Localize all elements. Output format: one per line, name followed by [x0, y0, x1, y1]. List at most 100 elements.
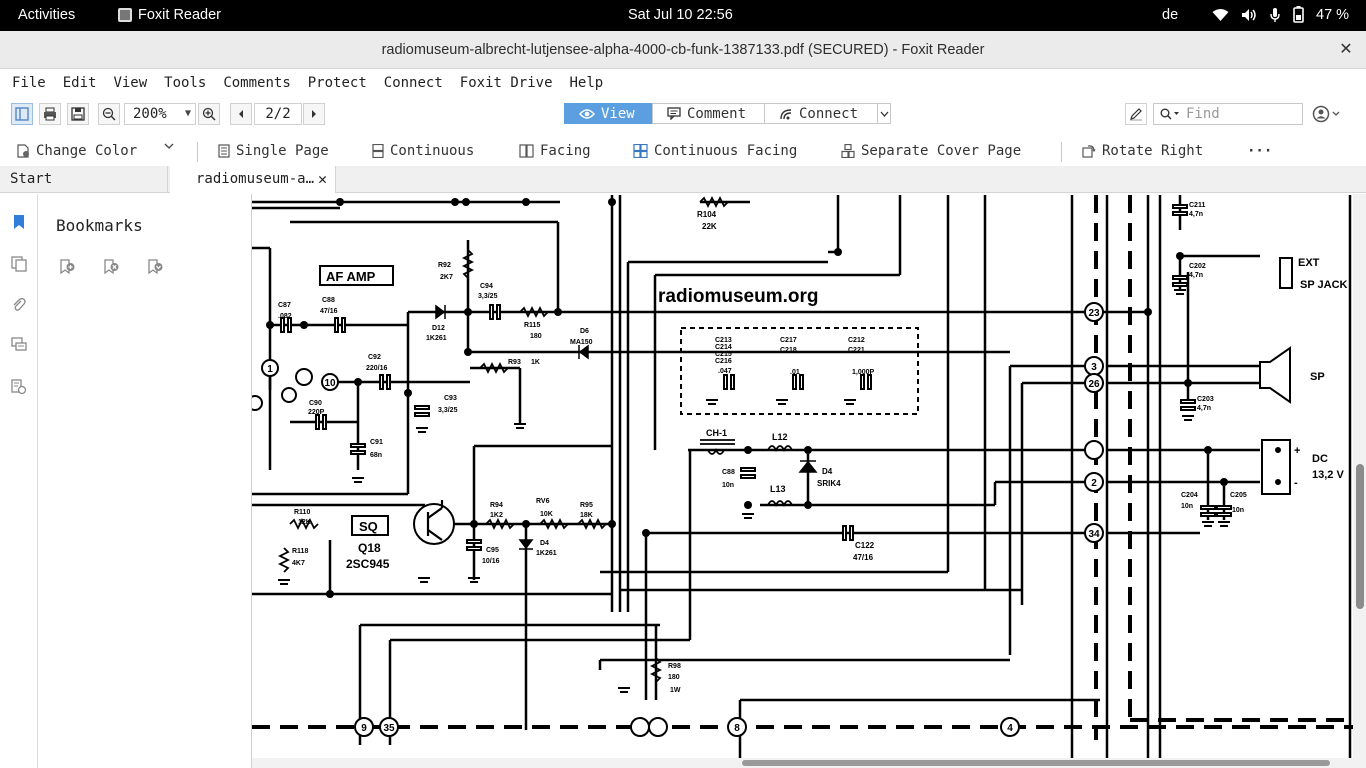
svg-text:SP JACK: SP JACK	[1300, 279, 1348, 291]
toggle-sidebar-button[interactable]	[11, 103, 33, 125]
document-tabs: Start radiomuseum-a… ✕	[0, 166, 1366, 193]
menu-comments[interactable]: Comments	[223, 74, 291, 91]
system-top-bar: Activities Foxit Reader Sat Jul 10 22:56…	[0, 0, 1366, 31]
comment-mode-button[interactable]: Comment	[652, 103, 765, 124]
svg-text:3,3/25: 3,3/25	[478, 293, 498, 300]
more-options-button[interactable]: ···	[1247, 143, 1273, 159]
delete-bookmark-icon[interactable]	[102, 258, 120, 276]
single-page-icon	[218, 144, 230, 158]
bookmark-icon[interactable]	[11, 214, 27, 230]
continuous-button[interactable]: Continuous	[372, 143, 474, 159]
svg-text:C221: C221	[848, 347, 865, 354]
page-number-field[interactable]: 2/2	[254, 103, 302, 125]
find-input[interactable]: Find	[1153, 103, 1303, 125]
svg-text:4: 4	[1007, 723, 1013, 734]
app-menu[interactable]: Foxit Reader	[118, 7, 221, 23]
menu-tools[interactable]: Tools	[164, 74, 207, 91]
svg-text:C93: C93	[444, 395, 457, 402]
menu-connect[interactable]: Connect	[383, 74, 443, 91]
add-bookmark-icon[interactable]	[58, 258, 76, 276]
svg-text:23: 23	[1088, 308, 1100, 319]
save-button[interactable]	[67, 103, 89, 125]
facing-button[interactable]: Facing	[519, 143, 591, 159]
wifi-icon	[1212, 8, 1229, 21]
svg-text:C203: C203	[1197, 396, 1214, 403]
tab-document[interactable]: radiomuseum-a… ✕	[170, 166, 336, 193]
change-color-dropdown[interactable]	[164, 143, 174, 149]
window-titlebar: radiomuseum-albrecht-lutjensee-alpha-400…	[0, 31, 1366, 69]
vertical-scroll-thumb[interactable]	[1356, 464, 1364, 609]
horizontal-scroll-thumb[interactable]	[742, 760, 1330, 766]
svg-text:2K7: 2K7	[440, 274, 453, 281]
svg-text:C202: C202	[1189, 263, 1206, 270]
chevron-down-icon	[880, 111, 889, 117]
document-view[interactable]: radiomuseum.org AF AMP SQ Q18 2SC945 EXT…	[252, 194, 1353, 758]
svg-text:1K261: 1K261	[536, 550, 557, 557]
single-page-button[interactable]: Single Page	[218, 143, 329, 159]
zoom-in-button[interactable]	[198, 103, 220, 125]
svg-text:180: 180	[668, 674, 680, 681]
save-icon	[71, 107, 85, 121]
keyboard-layout-indicator[interactable]: de	[1162, 7, 1179, 23]
svg-text:1K261: 1K261	[426, 335, 447, 342]
view-mode-button[interactable]: View	[564, 103, 653, 124]
zoom-select[interactable]: 200% ▼	[124, 103, 196, 125]
connect-mode-button[interactable]: Connect	[764, 103, 878, 124]
account-menu-button[interactable]	[1312, 105, 1340, 127]
activities-button[interactable]: Activities	[18, 7, 76, 23]
continuous-label: Continuous	[390, 143, 475, 159]
window-close-button[interactable]: ✕	[1339, 41, 1353, 58]
svg-text:4,7n: 4,7n	[1197, 405, 1211, 412]
previous-page-button[interactable]	[230, 103, 252, 125]
zoom-out-button[interactable]	[98, 103, 120, 125]
svg-text:4,7n: 4,7n	[1189, 211, 1203, 218]
volume-icon	[1242, 8, 1256, 21]
next-page-button[interactable]	[303, 103, 325, 125]
navigation-panel-rail	[0, 194, 38, 768]
horizontal-scrollbar[interactable]	[252, 758, 1353, 768]
close-tab-icon[interactable]: ✕	[317, 170, 327, 188]
menu-help[interactable]: Help	[569, 74, 604, 91]
view-ribbon: Change Color Single Page Continuous Faci…	[0, 140, 1366, 164]
menu-file[interactable]: File	[12, 74, 46, 91]
comments-panel-icon[interactable]	[11, 337, 27, 353]
change-color-button[interactable]: Change Color	[16, 143, 137, 159]
svg-text:C218: C218	[780, 347, 797, 354]
vertical-scrollbar[interactable]	[1353, 194, 1366, 768]
svg-text:35: 35	[383, 723, 395, 734]
svg-text:34: 34	[1088, 529, 1100, 540]
menu-view[interactable]: View	[113, 74, 148, 91]
menu-edit[interactable]: Edit	[62, 74, 97, 91]
separate-cover-page-label: Separate Cover Page	[861, 143, 1022, 159]
rotate-right-button[interactable]: Rotate Right	[1082, 143, 1203, 159]
print-button[interactable]	[39, 103, 61, 125]
zoom-out-icon	[102, 107, 116, 121]
menu-protect[interactable]: Protect	[307, 74, 367, 91]
pages-icon[interactable]	[11, 256, 27, 272]
foxit-app-icon	[118, 8, 132, 22]
svg-text:68n: 68n	[370, 452, 382, 459]
svg-text:R98: R98	[668, 663, 681, 670]
svg-text:2: 2	[1091, 478, 1097, 489]
svg-text:1: 1	[267, 364, 273, 375]
chevron-right-icon	[312, 110, 316, 118]
svg-text:C217: C217	[780, 337, 797, 344]
svg-text:CH-1: CH-1	[706, 428, 727, 438]
svg-text:C88: C88	[722, 469, 735, 476]
expand-bookmark-icon[interactable]	[146, 258, 164, 276]
svg-text:C122: C122	[855, 541, 875, 550]
tab-start[interactable]: Start	[0, 166, 168, 193]
highlight-tool-button[interactable]	[1125, 103, 1147, 125]
mode-dropdown[interactable]	[877, 103, 891, 124]
continuous-icon	[372, 144, 384, 158]
clock[interactable]: Sat Jul 10 22:56	[628, 7, 733, 23]
security-panel-icon[interactable]	[11, 379, 27, 395]
separate-cover-page-button[interactable]: Separate Cover Page	[841, 143, 1021, 159]
svg-text:C215: C215	[715, 351, 732, 358]
attachment-icon[interactable]	[11, 297, 27, 313]
rotate-right-icon	[1082, 145, 1096, 158]
continuous-facing-button[interactable]: Continuous Facing	[633, 143, 797, 159]
svg-text:220P: 220P	[308, 409, 325, 416]
menu-foxit-drive[interactable]: Foxit Drive	[459, 74, 553, 91]
system-status-area[interactable]: 47 %	[1212, 6, 1349, 23]
